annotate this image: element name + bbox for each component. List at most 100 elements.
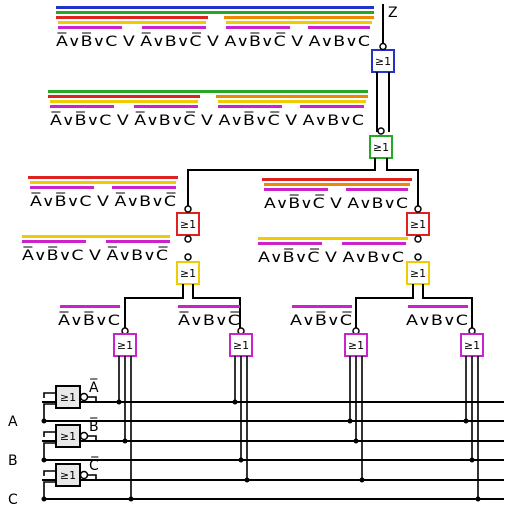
- gate-symbol-leaf4: ≥1: [464, 339, 480, 352]
- gate-symbol-yellow-right: ≥1: [410, 267, 426, 280]
- junction-dot: [41, 496, 47, 502]
- input-bus: [42, 401, 504, 500]
- inverter-a: ≥1 A̅: [41, 378, 99, 424]
- gate-body-yellow-right: [406, 261, 430, 285]
- nor-gate-leaf3: ≥1: [344, 327, 368, 357]
- bar-magenta-ry-2: [342, 242, 406, 245]
- bar-yellow-left: [58, 21, 206, 24]
- junction-dot: [41, 457, 47, 463]
- bar-red-left-sub: [28, 176, 178, 179]
- inverter-c-symbol: ≥1: [60, 469, 76, 482]
- junction-dot: [475, 496, 481, 502]
- junction-dot: [469, 457, 475, 463]
- inverter-c-output-label: C̅: [89, 456, 99, 474]
- output-bubble-red-left: [184, 235, 192, 243]
- nor-gate-leaf4: ≥1: [460, 327, 484, 357]
- bar-yellow-right-y: [258, 237, 408, 240]
- right-red-bars: [262, 178, 412, 191]
- bar-red-l2: [48, 95, 200, 98]
- bar-magenta-rs-1: [264, 188, 328, 191]
- nor-gate-red-left: ≥1: [176, 205, 200, 243]
- junction-dot: [359, 477, 365, 483]
- gate-symbol-leaf1: ≥1: [117, 339, 133, 352]
- bar-magenta-2: [142, 26, 206, 29]
- inverter-c-input-wire: [43, 481, 56, 499]
- junction-dot: [347, 418, 353, 424]
- expression-level2: A̅∨B̅∨C V A̅∨B∨C̅ V A∨B̅∨C̅ V A∨B∨C: [50, 111, 364, 129]
- bar-magenta-ry-1: [258, 242, 322, 245]
- bar-magenta-l2-1: [50, 105, 114, 108]
- expression-right-red: A∨B̅∨C̅ V A∨B∨C: [264, 194, 408, 212]
- bar-magenta-rs-2: [346, 188, 408, 191]
- bar-magenta-ly-2: [106, 240, 170, 243]
- wire-yr-leaf3: [355, 284, 414, 335]
- left-yellow-bars: [22, 235, 170, 243]
- junction-dot: [463, 418, 469, 424]
- inversion-bubble-yellow-right: [414, 253, 422, 261]
- bar-yellow-right: [226, 21, 372, 24]
- input-label-c: C: [8, 492, 18, 508]
- bar-magenta-ls-2: [112, 186, 176, 189]
- bar-magenta-leaf2: [178, 305, 240, 308]
- gate-body-red-right: [406, 212, 430, 236]
- inverter-b-output-wire: [88, 435, 97, 441]
- gate-symbol-leaf3: ≥1: [348, 339, 364, 352]
- junction-dot: [353, 438, 359, 444]
- bar-magenta-leaf4: [408, 305, 468, 308]
- inverter-c-output-wire: [88, 474, 97, 480]
- nor-gate-green: ≥1: [369, 127, 393, 159]
- wire-yl-leaf2: [192, 284, 241, 335]
- expression-left-yellow: A̅∨B̅∨C V A̅∨B∨C̅: [22, 246, 169, 264]
- bar-magenta-4: [308, 26, 370, 29]
- inverter-a-symbol: ≥1: [60, 391, 76, 404]
- junction-dot: [232, 399, 238, 405]
- nor-gate-yellow-left: ≥1: [176, 253, 200, 285]
- expression-right-yellow: A∨B̅∨C̅ V A∨B∨C: [258, 248, 404, 266]
- output-label: Z: [388, 5, 398, 21]
- bar-yellow-left-y: [22, 235, 170, 238]
- inversion-bubble-green: [377, 127, 385, 135]
- bar-yellow-left-sub: [30, 181, 176, 184]
- inversion-bubble-red-left: [184, 205, 192, 213]
- output-bubble-red-right: [414, 235, 422, 243]
- junction-dot: [244, 477, 250, 483]
- nor-gate-red-right: ≥1: [406, 205, 430, 243]
- gate-symbol-leaf2: ≥1: [233, 339, 249, 352]
- bar-orange-right-sub: [264, 183, 410, 186]
- bar-red-left: [56, 16, 208, 19]
- bar-magenta-leaf1: [60, 305, 120, 308]
- level2-expression-bars: [48, 90, 368, 108]
- nor-gate-leaf2: ≥1: [229, 327, 253, 357]
- junction-dots: [116, 399, 481, 502]
- bar-green-l2: [48, 90, 368, 93]
- junction-dot: [41, 418, 47, 424]
- nor-gate-blue: ≥1: [371, 42, 395, 73]
- wire-green-left: [187, 158, 376, 210]
- inversion-bubble-red-right: [414, 205, 422, 213]
- bar-blue: [56, 6, 374, 9]
- gate-symbol-green: ≥1: [373, 141, 389, 154]
- bar-green: [56, 11, 374, 14]
- expression-leaf2: A̅∨B∨C̅: [178, 311, 241, 329]
- inverter-a-output-label: A̅: [89, 378, 99, 396]
- inverter-b-bubble: [79, 431, 89, 441]
- gate-body-yellow-left: [176, 261, 200, 285]
- inverter-b: ≥1 B̅: [41, 417, 99, 463]
- right-yellow-bars: [258, 237, 408, 245]
- bar-magenta-ly-1: [22, 240, 86, 243]
- inverter-a-bubble: [79, 392, 89, 402]
- expression-left-red: A̅∨B̅∨C V A̅∨B∨C̅: [30, 192, 177, 210]
- bar-orange-l2: [216, 95, 368, 98]
- wire-yr-leaf4: [422, 284, 473, 335]
- bar-magenta-ls-1: [30, 186, 94, 189]
- wire-yl-leaf1: [124, 284, 184, 335]
- expression-leaf1: A̅∨B̅∨C: [58, 311, 120, 329]
- junction-dot: [238, 457, 244, 463]
- inverter-c-bubble: [79, 470, 89, 480]
- gate-symbol-blue: ≥1: [375, 55, 391, 68]
- bar-magenta-l2-3: [218, 105, 282, 108]
- inverter-a-tie: [43, 392, 56, 398]
- inverter-a-output-wire: [88, 396, 97, 402]
- inverter-c: ≥1 C̅: [41, 456, 99, 502]
